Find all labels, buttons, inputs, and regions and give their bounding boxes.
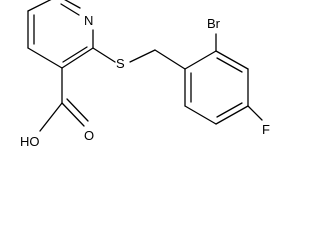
bond-ch2-aryl bbox=[154, 49, 186, 70]
bond-c6-n bbox=[64, 0, 81, 9]
bond-aryl-f bbox=[247, 105, 263, 121]
fluorine-label: F bbox=[262, 122, 270, 137]
bond-c5-c6 bbox=[27, 0, 52, 12]
nitrogen-label: N bbox=[84, 13, 93, 28]
double-bond-inner-c6-n bbox=[60, 3, 80, 16]
bond-c3-c4 bbox=[27, 47, 63, 69]
pyridine-ring bbox=[27, 0, 94, 69]
carboxylic-acid-group bbox=[39, 67, 89, 132]
bond-b4-b5 bbox=[215, 105, 249, 125]
thioether-linker bbox=[92, 47, 186, 70]
bond-s-ch2 bbox=[129, 49, 156, 63]
double-bond-inner-b2-b3 bbox=[216, 57, 243, 73]
bromine-label: Br bbox=[207, 16, 221, 31]
double-bond-inner-c2-c3 bbox=[62, 46, 88, 63]
double-bond-inner-b4-b5 bbox=[216, 102, 243, 118]
bond-c2-s bbox=[92, 47, 116, 63]
bond-c2-c3 bbox=[61, 47, 94, 69]
bond-carboxyl-o bbox=[61, 102, 85, 127]
chemical-structure: N S Br F HO O bbox=[20, 0, 270, 149]
hydroxyl-label: HO bbox=[20, 134, 40, 149]
substituents bbox=[215, 33, 263, 121]
carbonyl-oxygen-label: O bbox=[84, 128, 94, 143]
bond-b1-b2 bbox=[184, 50, 217, 70]
bond-b5-b6 bbox=[184, 105, 217, 125]
bond-carboxyl-oh bbox=[39, 102, 63, 132]
double-bond-carboxyl-o bbox=[66, 98, 89, 122]
benzene-ring bbox=[184, 50, 249, 125]
sulfur-label: S bbox=[116, 56, 125, 71]
bond-b2-b3 bbox=[215, 50, 249, 70]
